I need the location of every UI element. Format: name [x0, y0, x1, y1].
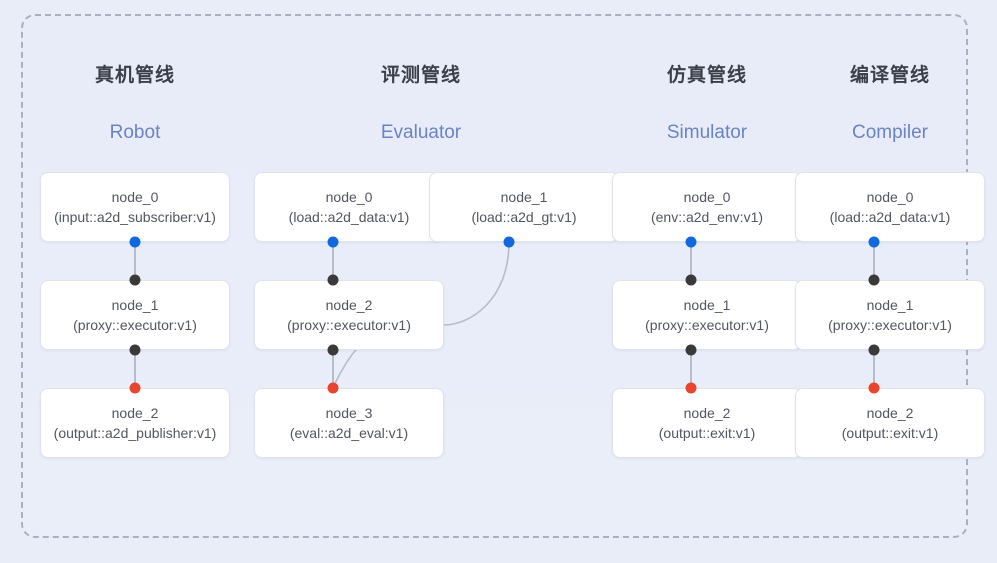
node-name: node_1: [111, 296, 159, 313]
port-dot-output-robot-1[interactable]: [129, 344, 141, 356]
node-name: node_2: [683, 404, 731, 421]
node-box-compiler-2[interactable]: node_2 (output::exit:v1): [795, 388, 985, 458]
port-dot-output-compiler-1[interactable]: [868, 344, 880, 356]
column-title-en-robot: Robot: [109, 122, 161, 143]
port-dot-input-evaluator-3[interactable]: [327, 382, 339, 394]
port-dot-input-simulator-2[interactable]: [685, 382, 697, 394]
port-dot-output-evaluator-1[interactable]: [503, 236, 515, 248]
node-name: node_2: [866, 404, 914, 421]
node-type: (load::a2d_gt:v1): [471, 208, 577, 225]
column-title-cn-compiler: 编译管线: [849, 65, 930, 86]
node-box-robot-2[interactable]: node_2 (output::a2d_publisher:v1): [40, 388, 230, 458]
node-box-compiler-0[interactable]: node_0 (load::a2d_data:v1): [795, 172, 985, 242]
port-dot-output-simulator-1[interactable]: [685, 344, 697, 356]
node-type: (proxy::executor:v1): [287, 316, 411, 333]
node-name: node_0: [325, 188, 373, 205]
edge-compiler-1-2: [873, 350, 875, 388]
node-type: (input::a2d_subscriber:v1): [54, 208, 216, 225]
column-title-en-compiler: Compiler: [851, 122, 929, 143]
node-name: node_3: [325, 404, 373, 421]
node-name: node_0: [866, 188, 914, 205]
node-type: (proxy::executor:v1): [73, 316, 197, 333]
node-type: (eval::a2d_eval:v1): [289, 424, 409, 441]
port-dot-output-simulator-0[interactable]: [685, 236, 697, 248]
edge-robot-0-1: [134, 242, 136, 280]
node-box-robot-1[interactable]: node_1 (proxy::executor:v1): [40, 280, 230, 350]
node-name: node_1: [500, 188, 548, 205]
port-dot-input-robot-2[interactable]: [129, 382, 141, 394]
port-dot-input-simulator-1[interactable]: [685, 274, 697, 286]
column-title-cn-evaluator: 评测管线: [380, 65, 461, 86]
node-type: (load::a2d_data:v1): [829, 208, 951, 225]
node-type: (proxy::executor:v1): [645, 316, 769, 333]
node-name: node_1: [683, 296, 731, 313]
node-type: (proxy::executor:v1): [828, 316, 952, 333]
column-title-en-evaluator: Evaluator: [380, 122, 462, 143]
column-title-cn-simulator: 仿真管线: [666, 65, 747, 86]
node-box-evaluator-1[interactable]: node_1 (load::a2d_gt:v1): [429, 172, 619, 242]
node-type: (env::a2d_env:v1): [650, 208, 764, 225]
edge-compiler-0-1: [873, 242, 875, 280]
port-dot-output-evaluator-0[interactable]: [327, 236, 339, 248]
node-name: node_0: [683, 188, 731, 205]
port-dot-input-robot-1[interactable]: [129, 274, 141, 286]
node-box-evaluator-3[interactable]: node_3 (eval::a2d_eval:v1): [254, 388, 444, 458]
node-name: node_2: [111, 404, 159, 421]
column-title-en-simulator: Simulator: [666, 122, 748, 143]
node-type: (output::exit:v1): [841, 424, 939, 441]
node-box-simulator-0[interactable]: node_0 (env::a2d_env:v1): [612, 172, 802, 242]
edge-evaluator-0-2: [332, 242, 334, 280]
node-name: node_0: [111, 188, 159, 205]
node-type: (output::exit:v1): [658, 424, 756, 441]
node-box-simulator-1[interactable]: node_1 (proxy::executor:v1): [612, 280, 802, 350]
port-dot-output-compiler-0[interactable]: [868, 236, 880, 248]
port-dot-input-compiler-2[interactable]: [868, 382, 880, 394]
node-type: (load::a2d_data:v1): [288, 208, 410, 225]
node-box-simulator-2[interactable]: node_2 (output::exit:v1): [612, 388, 802, 458]
port-dot-input-evaluator-2[interactable]: [327, 274, 339, 286]
edge-robot-1-2: [134, 350, 136, 388]
edge-simulator-1-2: [690, 350, 692, 388]
node-box-robot-0[interactable]: node_0 (input::a2d_subscriber:v1): [40, 172, 230, 242]
edge-simulator-0-1: [690, 242, 692, 280]
port-dot-input-compiler-1[interactable]: [868, 274, 880, 286]
node-box-compiler-1[interactable]: node_1 (proxy::executor:v1): [795, 280, 985, 350]
node-type: (output::a2d_publisher:v1): [53, 424, 217, 441]
port-dot-output-evaluator-2[interactable]: [327, 344, 339, 356]
node-box-evaluator-2[interactable]: node_2 (proxy::executor:v1): [254, 280, 444, 350]
column-title-cn-robot: 真机管线: [94, 65, 175, 86]
node-name: node_1: [866, 296, 914, 313]
port-dot-output-robot-0[interactable]: [129, 236, 141, 248]
node-name: node_2: [325, 296, 373, 313]
node-box-evaluator-0[interactable]: node_0 (load::a2d_data:v1): [254, 172, 444, 242]
